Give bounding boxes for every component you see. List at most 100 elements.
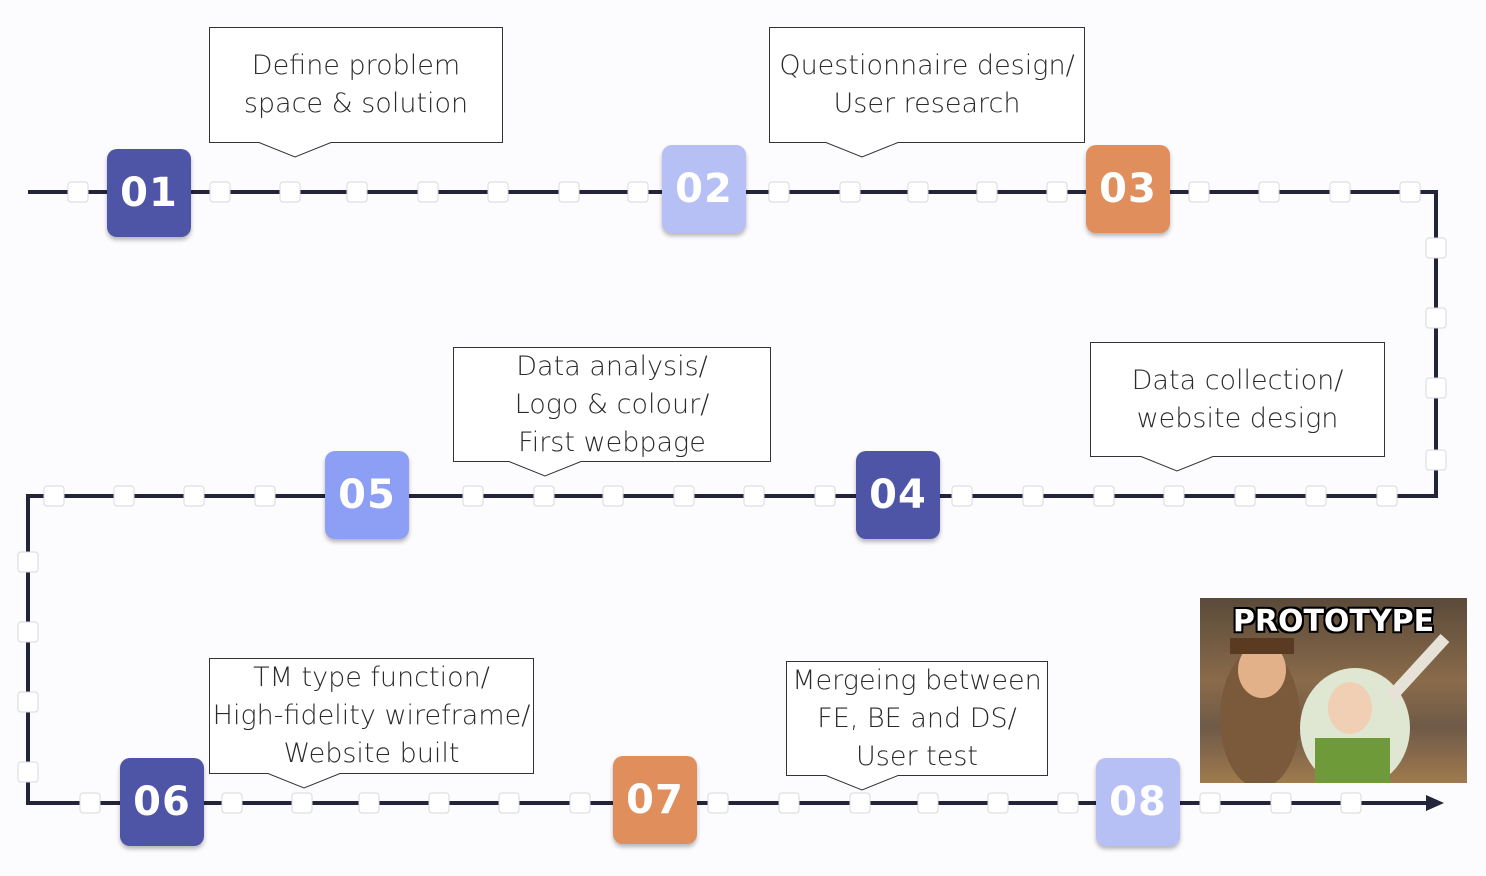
- callout-line: Mergeing between: [792, 664, 1042, 696]
- step-04-callout: Data collection/website design: [1090, 342, 1385, 473]
- timeline-marker: [768, 181, 790, 203]
- step-01-callout: Define problem space & solution: [209, 27, 503, 159]
- callout-line: space & solution: [243, 88, 469, 119]
- timeline-marker: [428, 792, 450, 814]
- callout-bubble: [209, 658, 534, 789]
- callout-line: FE, BE and DS/: [817, 702, 1017, 734]
- timeline-marker: [814, 485, 836, 507]
- timeline-marker: [279, 181, 301, 203]
- callout-text: Data collection/website design: [1090, 342, 1385, 457]
- callout-line: TM type function/: [253, 662, 490, 693]
- timeline-marker: [1425, 237, 1447, 259]
- timeline-marker: [1057, 792, 1079, 814]
- timeline-marker: [183, 485, 205, 507]
- timeline-marker: [67, 181, 89, 203]
- timeline-marker: [1425, 449, 1447, 471]
- timeline-marker: [17, 691, 39, 713]
- timeline-marker: [627, 181, 649, 203]
- step-badge-05: 05: [325, 451, 409, 539]
- step-badge-07: 07: [613, 756, 697, 844]
- arrow-head-icon: [1426, 795, 1444, 811]
- timeline-marker: [209, 181, 231, 203]
- timeline-marker: [487, 181, 509, 203]
- timeline-marker: [358, 792, 380, 814]
- timeline-marker: [569, 792, 591, 814]
- timeline-marker: [1234, 485, 1256, 507]
- callout-line: First webpage: [518, 426, 706, 458]
- timeline-marker: [849, 792, 871, 814]
- step-badge-04: 04: [856, 451, 940, 539]
- callout-line: Questionnaire design/: [779, 50, 1075, 81]
- timeline-marker: [602, 485, 624, 507]
- prototype-meme-image: PROTOTYPE: [1200, 598, 1467, 783]
- timeline-marker: [987, 792, 1009, 814]
- timeline-marker: [558, 181, 580, 203]
- timeline-marker: [79, 792, 101, 814]
- callout-bubble: [1090, 342, 1385, 472]
- callout-bubble: [453, 347, 771, 477]
- timeline-marker: [291, 792, 313, 814]
- timeline-marker: [17, 621, 39, 643]
- step-badge-08: 08: [1096, 758, 1180, 846]
- timeline-marker: [1340, 792, 1362, 814]
- timeline-marker: [1188, 181, 1210, 203]
- callout-line: Data analysis/: [516, 350, 708, 382]
- timeline-marker: [1258, 181, 1280, 203]
- timeline-marker: [1305, 485, 1327, 507]
- timeline-marker: [498, 792, 520, 814]
- step-badge-06: 06: [120, 758, 204, 846]
- callout-bubble: [769, 27, 1085, 158]
- meme-background: [1200, 598, 1467, 783]
- callout-line: Logo & colour/: [514, 388, 710, 420]
- timeline-marker: [113, 485, 135, 507]
- timeline-marker: [221, 792, 243, 814]
- step-02-callout: Questionnaire design/User research: [769, 27, 1085, 159]
- meme-characters-icon: [1220, 633, 1450, 783]
- timeline-marker: [533, 485, 555, 507]
- timeline-marker: [778, 792, 800, 814]
- timeline-marker: [839, 181, 861, 203]
- timeline-marker: [417, 181, 439, 203]
- timeline-marker: [254, 485, 276, 507]
- timeline-marker: [43, 485, 65, 507]
- timeline-marker: [951, 485, 973, 507]
- callout-line: User test: [856, 740, 978, 772]
- step-06-callout: TM type function/High-fidelity wireframe…: [209, 658, 534, 790]
- timeline-marker: [976, 181, 998, 203]
- timeline-marker: [1376, 485, 1398, 507]
- timeline-marker: [17, 761, 39, 783]
- callout-text: Questionnaire design/User research: [769, 27, 1085, 143]
- step-05-callout: Data analysis/Logo & colour/First webpag…: [453, 347, 771, 478]
- callout-text: Data analysis/Logo & colour/First webpag…: [453, 347, 771, 462]
- step-badge-03: 03: [1086, 145, 1170, 233]
- timeline-marker: [1425, 307, 1447, 329]
- callout-line: User research: [833, 88, 1021, 119]
- timeline-marker: [1399, 181, 1421, 203]
- callout-bubble: [786, 661, 1048, 791]
- callout-line: Website built: [283, 738, 460, 769]
- callout-line: High-fidelity wireframe/: [212, 700, 531, 731]
- step-badge-01: 01: [107, 149, 191, 237]
- timeline-marker: [1199, 792, 1221, 814]
- callout-line: Data collection/: [1131, 364, 1344, 396]
- timeline-marker: [907, 181, 929, 203]
- meme-caption: PROTOTYPE: [1232, 604, 1435, 639]
- callout-line: Define problem: [251, 50, 461, 81]
- callout-text: Define problem space & solution: [209, 27, 503, 143]
- callout-text: TM type function/High-fidelity wireframe…: [209, 658, 534, 774]
- callout-bubble: [209, 27, 503, 158]
- timeline-marker: [1425, 377, 1447, 399]
- timeline-marker: [1270, 792, 1292, 814]
- timeline-marker: [1093, 485, 1115, 507]
- timeline-marker: [673, 485, 695, 507]
- timeline-marker: [707, 792, 729, 814]
- timeline-marker: [17, 551, 39, 573]
- step-badge-02: 02: [662, 145, 746, 233]
- callout-line: website design: [1136, 402, 1339, 434]
- timeline-marker: [743, 485, 765, 507]
- timeline-marker: [346, 181, 368, 203]
